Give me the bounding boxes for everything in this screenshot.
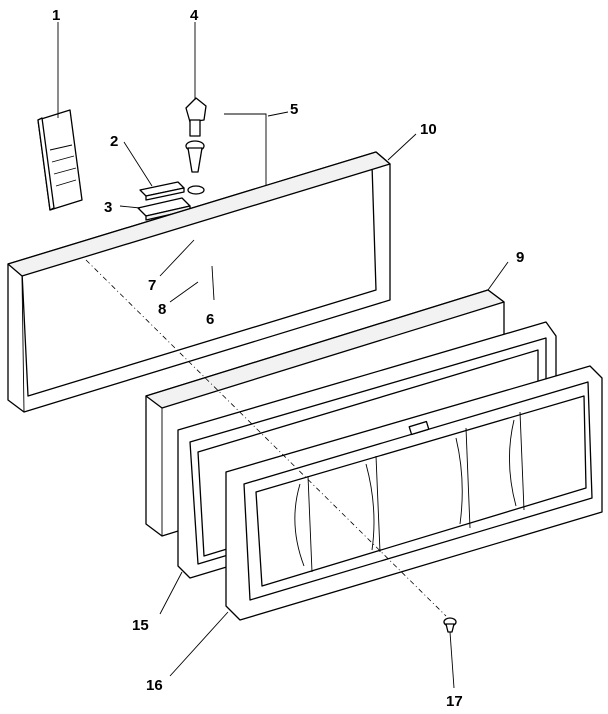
callout-2: 2 <box>110 133 118 150</box>
callout-9: 9 <box>516 249 524 266</box>
part-2-plate <box>139 181 185 201</box>
callout-4: 4 <box>190 7 199 24</box>
callout-5: 5 <box>290 101 298 118</box>
callout-1: 1 <box>52 7 60 24</box>
callout-3: 3 <box>104 199 112 216</box>
callout-15: 15 <box>132 617 149 634</box>
callout-17: 17 <box>446 693 463 710</box>
callout-7: 7 <box>148 277 156 294</box>
leader-lines <box>57 22 509 689</box>
part-16-door-panel <box>225 365 603 621</box>
callout-6: 6 <box>206 311 214 328</box>
part-17-screw <box>443 617 457 633</box>
callout-8: 8 <box>158 301 166 318</box>
callout-16: 16 <box>146 677 163 694</box>
assembly-centerline <box>85 259 447 617</box>
callout-10: 10 <box>420 121 437 138</box>
part-4-key <box>185 97 207 195</box>
part-1-manual <box>37 109 83 211</box>
part-10-door-frame <box>7 151 391 413</box>
